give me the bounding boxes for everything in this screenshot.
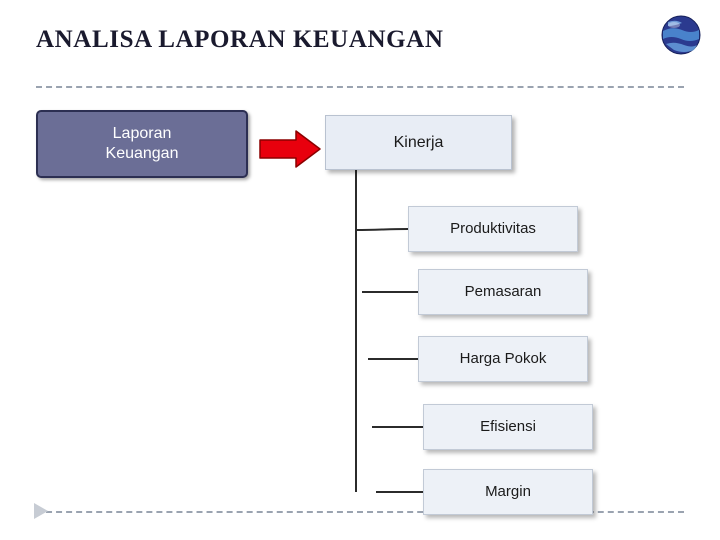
- node-harga-pokok[interactable]: Harga Pokok: [418, 336, 588, 382]
- red-right-arrow-icon: [259, 130, 321, 168]
- divider-bottom: [36, 511, 684, 513]
- globe-icon: [661, 15, 701, 62]
- node-produktivitas[interactable]: Produktivitas: [408, 206, 578, 252]
- node-kinerja[interactable]: Kinerja: [325, 115, 512, 170]
- node-efisiensi[interactable]: Efisiensi: [423, 404, 593, 450]
- play-triangle-icon[interactable]: [30, 500, 52, 522]
- node-margin[interactable]: Margin: [423, 469, 593, 515]
- page-title: ANALISA LAPORAN KEUANGAN: [36, 26, 444, 53]
- node-pemasaran[interactable]: Pemasaran: [418, 269, 588, 315]
- divider-top: [36, 86, 684, 88]
- node-laporan-keuangan[interactable]: Laporan Keuangan: [36, 110, 248, 178]
